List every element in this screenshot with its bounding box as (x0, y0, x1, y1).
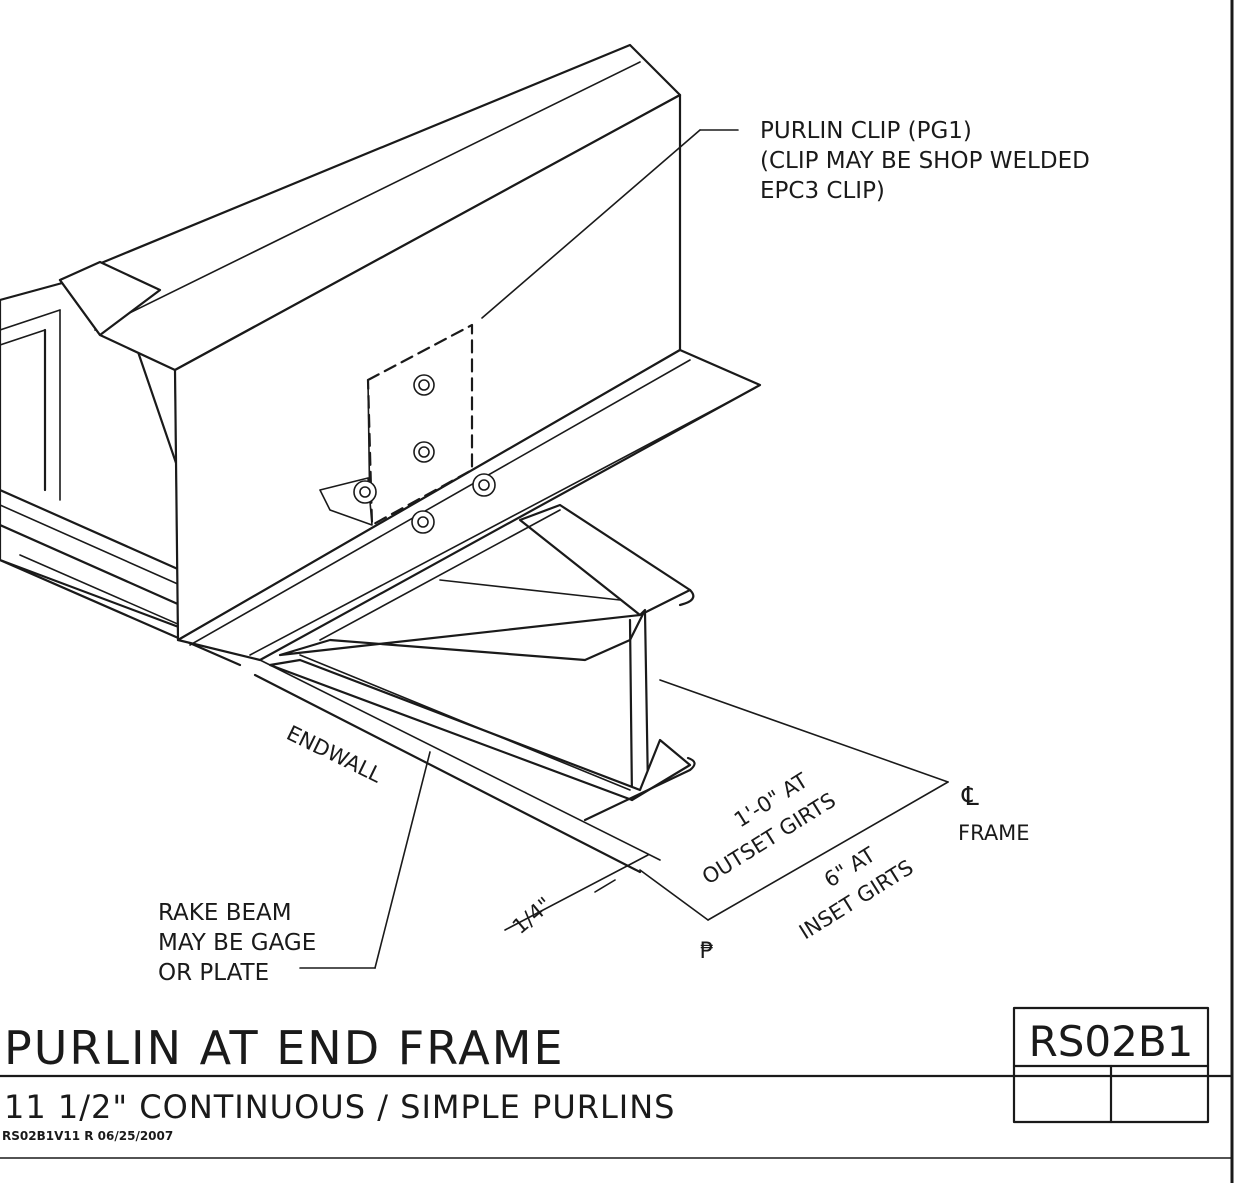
drawing-title: PURLIN AT END FRAME (4, 1021, 565, 1075)
drawing-code: RS02B1 (1029, 1017, 1194, 1066)
bolt-icon (353, 480, 377, 504)
quarter-inch-dimension: 1/4" (508, 893, 557, 939)
purlin-clip-line-3: EPC3 CLIP) (760, 178, 885, 204)
drawing-subtitle: 11 1/2" CONTINUOUS / SIMPLE PURLINS (4, 1088, 675, 1126)
z-purlin (268, 503, 696, 822)
outset-dimension: 1'-0" AT OUTSET GIRTS (698, 768, 840, 889)
dimension-lines (504, 679, 949, 931)
endwall-label: ENDWALL (283, 721, 386, 788)
end-frame-beam (58, 43, 762, 662)
purlin-clip-line-1: PURLIN CLIP (PG1) (760, 118, 972, 144)
bolt-icon (472, 473, 496, 497)
property-line-symbol: ₱ (700, 939, 714, 964)
rake-beam-line-1: RAKE BEAM (158, 900, 292, 926)
bolt-icon (413, 441, 435, 463)
rake-beam-callout: RAKE BEAM MAY BE GAGE OR PLATE (158, 900, 316, 986)
callout-leaders (299, 129, 739, 969)
centerline-symbol: ℄ (961, 782, 979, 812)
rake-beam-line-3: OR PLATE (158, 960, 269, 986)
clip-bolts (353, 374, 496, 534)
bolt-icon (411, 510, 435, 534)
frame-label: FRAME (958, 821, 1030, 845)
rake-beam-line-2: MAY BE GAGE (158, 930, 316, 956)
file-info: RS02B1V11 R 06/25/2007 (2, 1129, 173, 1143)
title-block: PURLIN AT END FRAME 11 1/2" CONTINUOUS /… (0, 1006, 1234, 1143)
inset-dimension: 6" AT INSET GIRTS (795, 843, 918, 945)
bolt-icon (413, 374, 435, 396)
purlin-clip-line-2: (CLIP MAY BE SHOP WELDED (760, 148, 1090, 174)
purlin-clip-callout: PURLIN CLIP (PG1) (CLIP MAY BE SHOP WELD… (760, 118, 1090, 204)
